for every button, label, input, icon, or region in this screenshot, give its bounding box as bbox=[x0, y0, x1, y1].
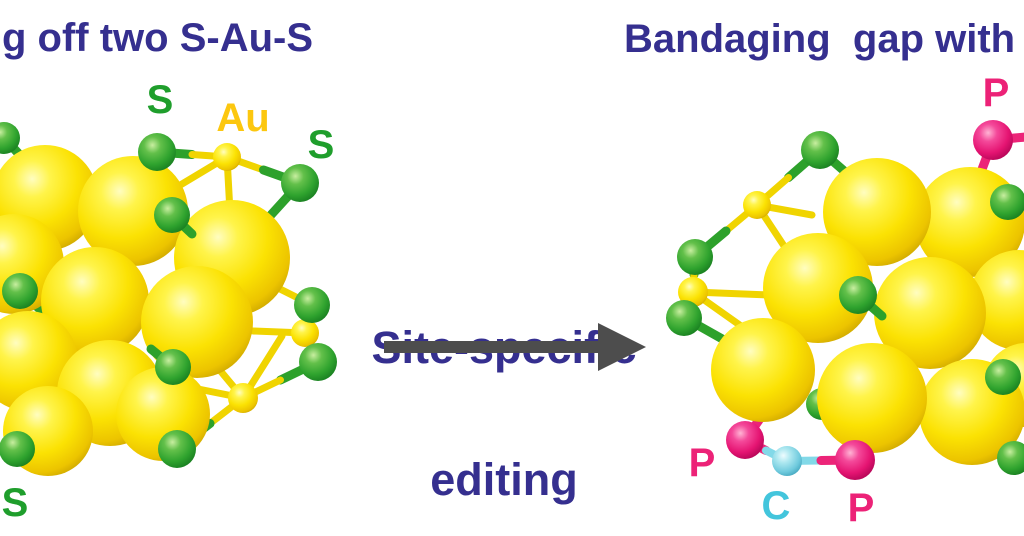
sulfur-atom bbox=[801, 131, 839, 169]
gold-core-atom bbox=[874, 257, 986, 369]
gold-staple-atom bbox=[678, 277, 708, 307]
atom-label: P bbox=[983, 71, 1010, 115]
gold-staple-atom bbox=[228, 383, 258, 413]
atom-label: S bbox=[2, 481, 29, 525]
atom-label: S bbox=[308, 123, 335, 167]
right-title: Bandaging gap with t bbox=[624, 17, 1024, 61]
carbon-atom bbox=[772, 446, 802, 476]
sulfur-atom bbox=[294, 287, 330, 323]
center-caption-line2: editing bbox=[430, 454, 578, 505]
left-title: g off two S-Au-S bbox=[2, 16, 314, 60]
arrow-head bbox=[598, 323, 646, 371]
atom-label: P bbox=[689, 441, 716, 485]
gold-core-atom bbox=[763, 233, 873, 343]
gold-staple-atom bbox=[213, 143, 241, 171]
gold-staple-atom bbox=[291, 319, 319, 347]
sulfur-atom bbox=[154, 197, 190, 233]
sulfur-atom bbox=[985, 359, 1021, 395]
sulfur-atom bbox=[0, 122, 20, 154]
arrow-shaft bbox=[384, 341, 598, 353]
sulfur-atom bbox=[666, 300, 702, 336]
sulfur-atom bbox=[281, 164, 319, 202]
phosphorus-atom bbox=[973, 120, 1013, 160]
atom-label: S bbox=[147, 78, 174, 122]
sulfur-atom bbox=[158, 430, 196, 468]
atom-label: P bbox=[848, 486, 875, 530]
right-cluster: P P C P bbox=[666, 71, 1024, 530]
atom-label: C bbox=[762, 484, 791, 528]
gold-core-atom bbox=[41, 247, 149, 355]
sulfur-atom bbox=[997, 441, 1024, 475]
gold-core-atom bbox=[78, 156, 188, 266]
gold-staple-atom bbox=[743, 191, 771, 219]
reaction-arrow bbox=[384, 323, 646, 371]
sulfur-atom bbox=[299, 343, 337, 381]
gold-core-atom bbox=[823, 158, 931, 266]
sulfur-atom bbox=[990, 184, 1024, 220]
gold-core-atom bbox=[711, 318, 815, 422]
sulfur-atom bbox=[138, 133, 176, 171]
sulfur-atom bbox=[155, 349, 191, 385]
sulfur-atom bbox=[2, 273, 38, 309]
phosphorus-atom bbox=[726, 421, 764, 459]
gold-core-atom bbox=[817, 343, 927, 453]
phosphorus-atom bbox=[835, 440, 875, 480]
sulfur-atom bbox=[0, 431, 35, 467]
atom-label: Au bbox=[216, 96, 269, 140]
sulfur-atom bbox=[839, 276, 877, 314]
sulfur-atom bbox=[677, 239, 713, 275]
